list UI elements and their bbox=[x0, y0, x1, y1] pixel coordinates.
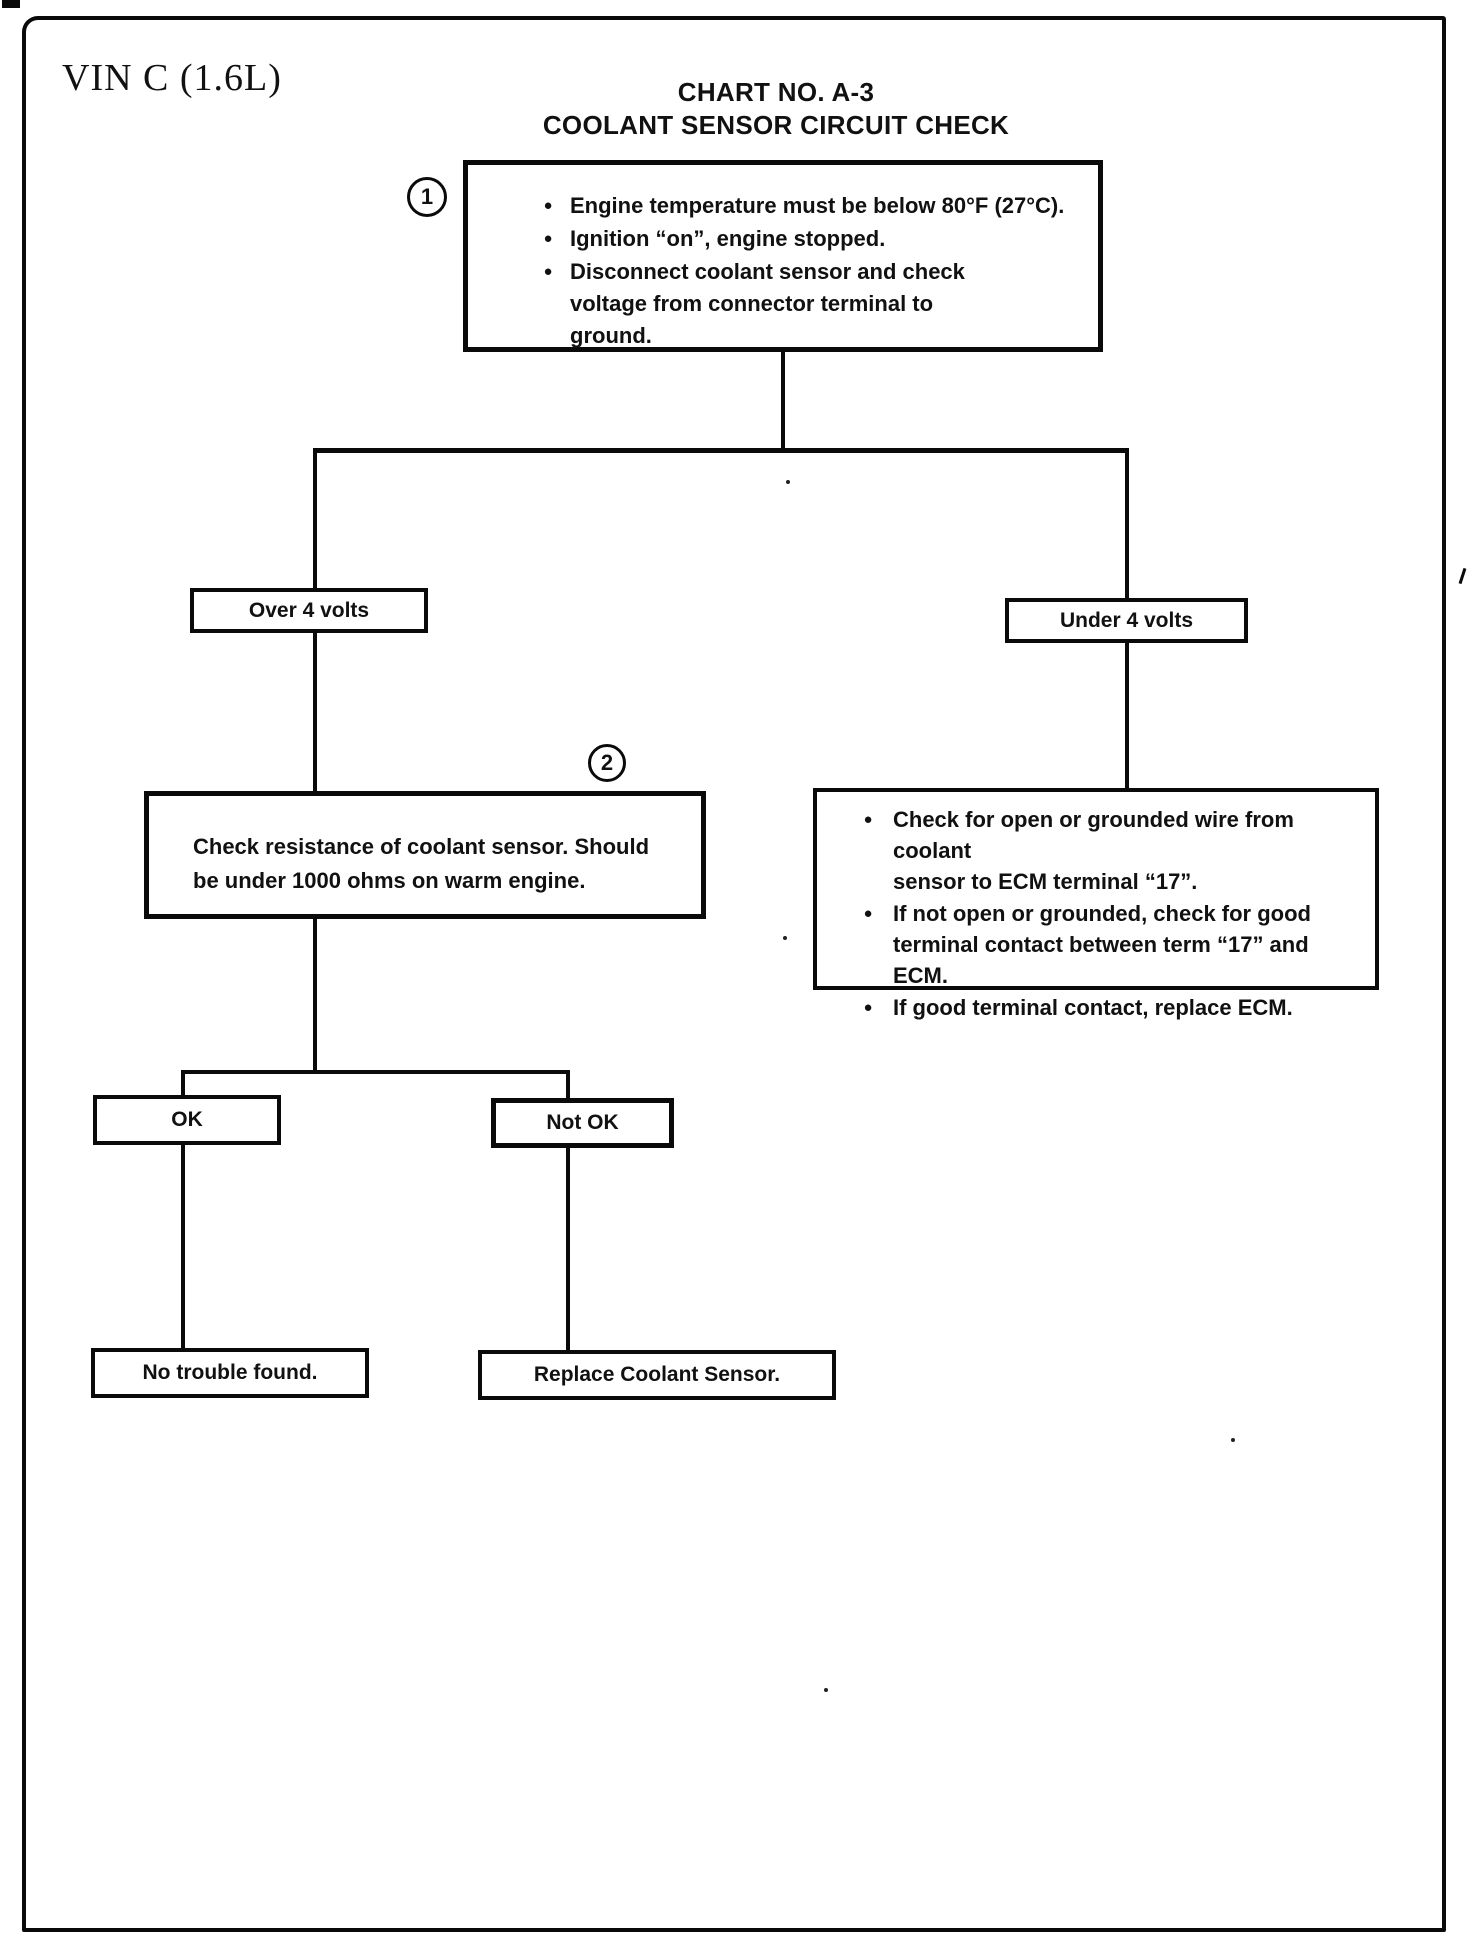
connector-line bbox=[313, 448, 1129, 453]
check-resistance-text: Check resistance of coolant sensor. Shou… bbox=[193, 834, 650, 893]
bullet-icon: ● bbox=[863, 905, 873, 922]
replace-coolant-sensor-box: Replace Coolant Sensor. bbox=[478, 1350, 836, 1400]
vin-label: VIN C (1.6L) bbox=[62, 57, 282, 99]
instruction-text: Ignition “on”, engine stopped. bbox=[570, 226, 886, 251]
bullet-icon: ● bbox=[543, 263, 553, 280]
chart-title: CHART NO. A-3 COOLANT SENSOR CIRCUIT CHE… bbox=[400, 76, 1152, 142]
result-ok-box: OK bbox=[93, 1095, 281, 1145]
no-trouble-found-box: No trouble found. bbox=[91, 1348, 369, 1398]
connector-line bbox=[181, 1070, 570, 1074]
connector-line bbox=[313, 448, 317, 590]
bullet-icon: ● bbox=[543, 197, 553, 214]
connector-line bbox=[181, 1143, 185, 1352]
step-2-badge: 2 bbox=[588, 744, 626, 782]
scan-speck bbox=[786, 480, 790, 484]
result-label: Not OK bbox=[546, 1111, 619, 1134]
ecm-diagnostics-box: ● Check for open or grounded wire from c… bbox=[813, 788, 1379, 1020]
connector-line bbox=[313, 631, 317, 793]
chart-title-name: COOLANT SENSOR CIRCUIT CHECK bbox=[542, 110, 1010, 140]
result-label: OK bbox=[171, 1108, 203, 1131]
chart-title-number: CHART NO. A-3 bbox=[677, 77, 875, 107]
result-not-ok-box: Not OK bbox=[491, 1098, 674, 1148]
connector-line bbox=[1125, 641, 1129, 791]
scan-speck bbox=[783, 936, 787, 940]
instruction-text: If not open or grounded, check for good … bbox=[893, 901, 1311, 988]
instruction-text: Check for open or grounded wire from coo… bbox=[893, 807, 1294, 894]
branch-over-4-volts: Over 4 volts bbox=[190, 588, 428, 633]
branch-label: Over 4 volts bbox=[248, 598, 370, 622]
terminal-label: No trouble found. bbox=[142, 1361, 318, 1384]
scan-speck bbox=[824, 1688, 828, 1692]
scan-speck bbox=[1231, 1438, 1235, 1442]
terminal-label: Replace Coolant Sensor. bbox=[533, 1363, 781, 1386]
bullet-icon: ● bbox=[543, 230, 553, 247]
instruction-text: Engine temperature must be below 80°F (2… bbox=[570, 193, 1065, 218]
instruction-text: Disconnect coolant sensor and check volt… bbox=[570, 259, 965, 348]
connector-line bbox=[181, 1070, 185, 1098]
check-resistance-box: Check resistance of coolant sensor. Shou… bbox=[144, 791, 706, 919]
bullet-icon: ● bbox=[863, 999, 873, 1016]
connector-line bbox=[566, 1070, 570, 1102]
scan-artifact-tick bbox=[1458, 567, 1467, 585]
step-2-number: 2 bbox=[600, 750, 614, 775]
instruction-text: If good terminal contact, replace ECM. bbox=[893, 995, 1293, 1020]
step-1-badge: 1 bbox=[407, 177, 447, 217]
page-border bbox=[22, 16, 1446, 1932]
branch-label: Under 4 volts bbox=[1059, 608, 1194, 632]
branch-under-4-volts: Under 4 volts bbox=[1005, 598, 1248, 643]
scan-artifact-notch bbox=[2, 0, 20, 8]
step-1-instructions-box: ● Engine temperature must be below 80°F … bbox=[463, 160, 1103, 352]
bullet-icon: ● bbox=[863, 811, 873, 828]
connector-line bbox=[1125, 448, 1129, 600]
connector-line bbox=[781, 352, 785, 452]
step-1-number: 1 bbox=[420, 184, 434, 209]
connector-line bbox=[313, 915, 317, 1074]
connector-line bbox=[566, 1146, 570, 1354]
